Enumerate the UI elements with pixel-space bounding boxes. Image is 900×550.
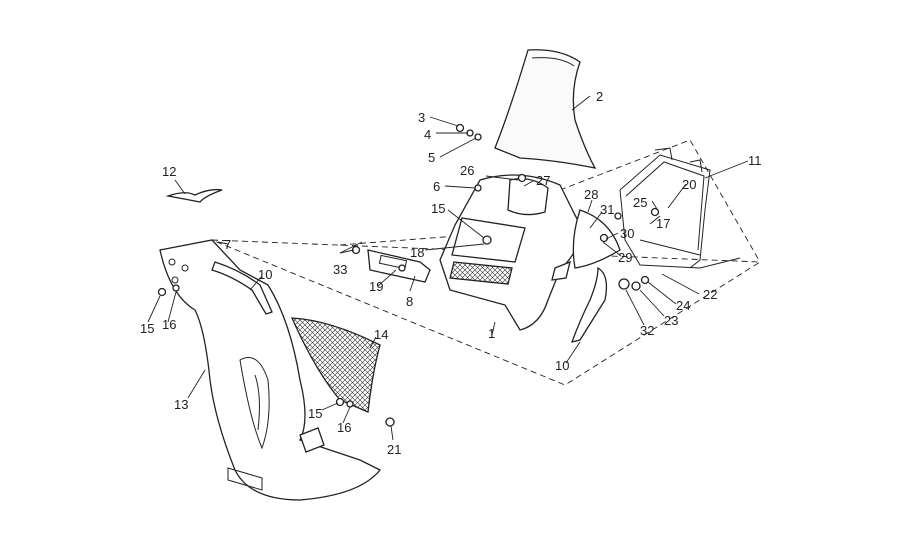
emblem (165, 188, 223, 203)
windshield (494, 49, 597, 169)
callout-10-right: 10 (555, 358, 569, 373)
callout-25: 25 (633, 195, 647, 210)
callout-18: 18 (410, 245, 424, 260)
callout-8: 8 (406, 294, 413, 309)
callout-24: 24 (676, 298, 690, 313)
callout-13: 13 (174, 397, 188, 412)
callout-15-bottom: 15 (308, 406, 322, 421)
callout-11: 11 (748, 153, 762, 168)
callout-14: 14 (374, 327, 388, 342)
trim-strip-left (211, 261, 273, 315)
callout-1: 1 (488, 326, 495, 341)
callout-15-left: 15 (140, 321, 154, 336)
leader-lines (147, 95, 749, 441)
trim-strip-right (570, 266, 608, 343)
callout-30: 30 (620, 226, 634, 241)
callout-5: 5 (428, 150, 435, 165)
callout-31: 31 (600, 202, 614, 217)
mesh-grille (290, 317, 381, 413)
callout-2: 2 (596, 89, 603, 104)
callout-22: 22 (703, 287, 717, 302)
callout-17: 17 (656, 216, 670, 231)
callout-19: 19 (369, 279, 383, 294)
callout-20: 20 (682, 177, 696, 192)
callout-29: 29 (618, 250, 632, 265)
callout-16-bottom: 16 (337, 420, 351, 435)
callout-7: 7 (224, 237, 231, 252)
callout-4: 4 (424, 127, 431, 142)
callout-15-center: 15 (431, 201, 445, 216)
callout-23: 23 (664, 313, 678, 328)
callout-32: 32 (640, 323, 654, 338)
callout-labels: 1 2 3 4 5 6 7 8 10 10 11 12 13 14 15 15 … (140, 89, 762, 457)
callout-6: 6 (433, 179, 440, 194)
callout-16-left: 16 (162, 317, 176, 332)
callout-12: 12 (162, 164, 176, 179)
callout-28: 28 (584, 187, 598, 202)
callout-21: 21 (387, 442, 401, 457)
callout-10-left: 10 (258, 267, 272, 282)
callout-33: 33 (333, 262, 347, 277)
callout-27: 27 (536, 173, 550, 188)
mounting-frame (619, 147, 741, 269)
callout-26: 26 (460, 163, 474, 178)
left-side-panel (159, 239, 382, 501)
callout-3: 3 (418, 110, 425, 125)
